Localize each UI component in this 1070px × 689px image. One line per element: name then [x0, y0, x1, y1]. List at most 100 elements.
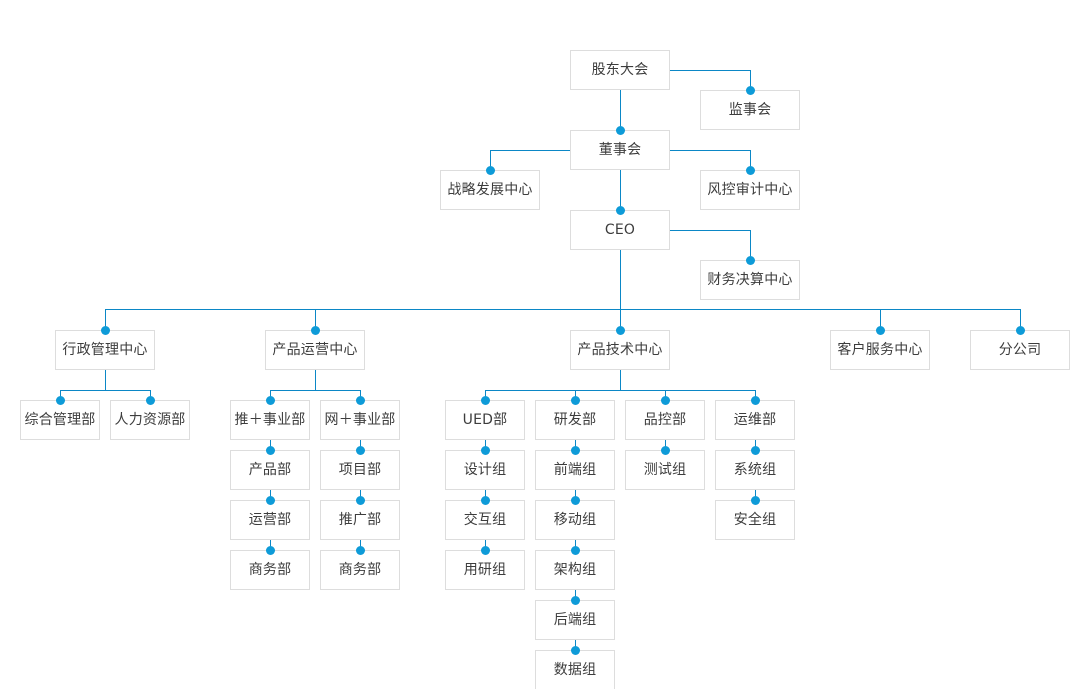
connector-v-29 — [360, 490, 361, 500]
connector-v-21 — [315, 370, 316, 390]
org-node-system-group[interactable]: 系统组 — [715, 450, 795, 490]
connector-dot-13 — [265, 395, 275, 405]
connector-v-9 — [750, 230, 751, 260]
connector-dot-27 — [660, 445, 670, 455]
connector-v-37 — [485, 440, 486, 450]
org-node-interaction-group[interactable]: 交互组 — [445, 500, 525, 540]
connector-dot-16 — [355, 445, 365, 455]
org-node-operations-dept[interactable]: 运营部 — [230, 500, 310, 540]
connector-v-16 — [1020, 309, 1021, 330]
connector-dot-29 — [480, 495, 490, 505]
connector-v-33 — [485, 390, 486, 400]
connector-v-5 — [490, 150, 491, 170]
connector-v-7 — [750, 150, 751, 170]
org-node-ued-dept[interactable]: UED部 — [445, 400, 525, 440]
org-node-design-group[interactable]: 设计组 — [445, 450, 525, 490]
org-node-business-dept-a[interactable]: 商务部 — [230, 550, 310, 590]
org-node-product-ops-center[interactable]: 产品运营中心 — [265, 330, 365, 370]
connector-v-46 — [755, 440, 756, 450]
org-node-test-group[interactable]: 测试组 — [625, 450, 705, 490]
connector-dot-18 — [355, 495, 365, 505]
connector-v-14 — [620, 309, 621, 330]
org-node-qa-dept[interactable]: 品控部 — [625, 400, 705, 440]
connector-v-23 — [270, 390, 271, 400]
org-node-board-of-directors[interactable]: 董事会 — [570, 130, 670, 170]
connector-v-44 — [575, 640, 576, 650]
org-node-hr-dept[interactable]: 人力资源部 — [110, 400, 190, 440]
connector-v-24 — [360, 390, 361, 400]
org-node-frontend-group[interactable]: 前端组 — [535, 450, 615, 490]
connector-h-8 — [670, 230, 750, 231]
org-node-risk-audit-center[interactable]: 风控审计中心 — [700, 170, 800, 210]
connector-v-41 — [575, 490, 576, 500]
connector-dot-15 — [265, 445, 275, 455]
org-node-ops-dept[interactable]: 运维部 — [715, 400, 795, 440]
connector-v-38 — [485, 490, 486, 500]
connector-h-22 — [270, 390, 360, 391]
connector-v-13 — [315, 309, 316, 330]
org-node-mobile-group[interactable]: 移动组 — [535, 500, 615, 540]
connector-v-15 — [880, 309, 881, 330]
connector-v-25 — [270, 440, 271, 450]
org-node-backend-group[interactable]: 后端组 — [535, 600, 615, 640]
org-node-branch-company[interactable]: 分公司 — [970, 330, 1070, 370]
connector-v-47 — [755, 490, 756, 500]
connector-v-3 — [620, 170, 621, 210]
connector-v-42 — [575, 540, 576, 550]
org-node-product-tech-center[interactable]: 产品技术中心 — [570, 330, 670, 370]
org-node-board-of-supervisors[interactable]: 监事会 — [700, 90, 800, 130]
org-node-admin-center[interactable]: 行政管理中心 — [55, 330, 155, 370]
org-node-general-admin-dept[interactable]: 综合管理部 — [20, 400, 100, 440]
connector-v-2 — [750, 70, 751, 90]
connector-h-18 — [60, 390, 150, 391]
connector-dot-9 — [875, 325, 885, 335]
org-node-business-dept-b[interactable]: 商务部 — [320, 550, 400, 590]
connector-dot-21 — [480, 395, 490, 405]
connector-dot-8 — [615, 325, 625, 335]
connector-dot-23 — [660, 395, 670, 405]
connector-dot-1 — [615, 125, 625, 135]
org-node-finance-center[interactable]: 财务决算中心 — [700, 260, 800, 300]
connector-v-12 — [105, 309, 106, 330]
connector-v-10 — [620, 250, 621, 309]
connector-dot-17 — [265, 495, 275, 505]
connector-dot-19 — [265, 545, 275, 555]
connector-v-26 — [270, 490, 271, 500]
connector-dot-31 — [750, 495, 760, 505]
connector-h-32 — [485, 390, 755, 391]
org-node-ceo[interactable]: CEO — [570, 210, 670, 250]
org-node-security-group[interactable]: 安全组 — [715, 500, 795, 540]
connector-dot-4 — [615, 205, 625, 215]
org-node-data-group[interactable]: 数据组 — [535, 650, 615, 689]
connector-v-30 — [360, 540, 361, 550]
connector-h-11 — [105, 309, 1020, 310]
connector-h-1 — [670, 70, 750, 71]
org-node-shareholders-meeting[interactable]: 股东大会 — [570, 50, 670, 90]
connector-v-34 — [575, 390, 576, 400]
connector-v-31 — [620, 370, 621, 390]
connector-dot-20 — [355, 545, 365, 555]
org-node-rd-dept[interactable]: 研发部 — [535, 400, 615, 440]
connector-v-19 — [60, 390, 61, 400]
connector-dot-7 — [310, 325, 320, 335]
org-node-strategy-center[interactable]: 战略发展中心 — [440, 170, 540, 210]
org-node-wang-bu[interactable]: 网＋事业部 — [320, 400, 400, 440]
org-node-customer-service-center[interactable]: 客户服务中心 — [830, 330, 930, 370]
org-node-product-dept[interactable]: 产品部 — [230, 450, 310, 490]
connector-dot-3 — [745, 165, 755, 175]
org-node-project-dept[interactable]: 项目部 — [320, 450, 400, 490]
connector-dot-32 — [480, 545, 490, 555]
connector-dot-28 — [750, 445, 760, 455]
connector-dot-33 — [570, 545, 580, 555]
connector-dot-25 — [480, 445, 490, 455]
connector-dot-35 — [570, 645, 580, 655]
connector-h-6 — [670, 150, 750, 151]
org-node-user-research-group[interactable]: 用研组 — [445, 550, 525, 590]
org-node-tui-bu[interactable]: 推＋事业部 — [230, 400, 310, 440]
org-node-promotion-dept[interactable]: 推广部 — [320, 500, 400, 540]
connector-dot-0 — [745, 85, 755, 95]
org-node-architecture-group[interactable]: 架构组 — [535, 550, 615, 590]
connector-h-4 — [490, 150, 570, 151]
connector-dot-2 — [485, 165, 495, 175]
